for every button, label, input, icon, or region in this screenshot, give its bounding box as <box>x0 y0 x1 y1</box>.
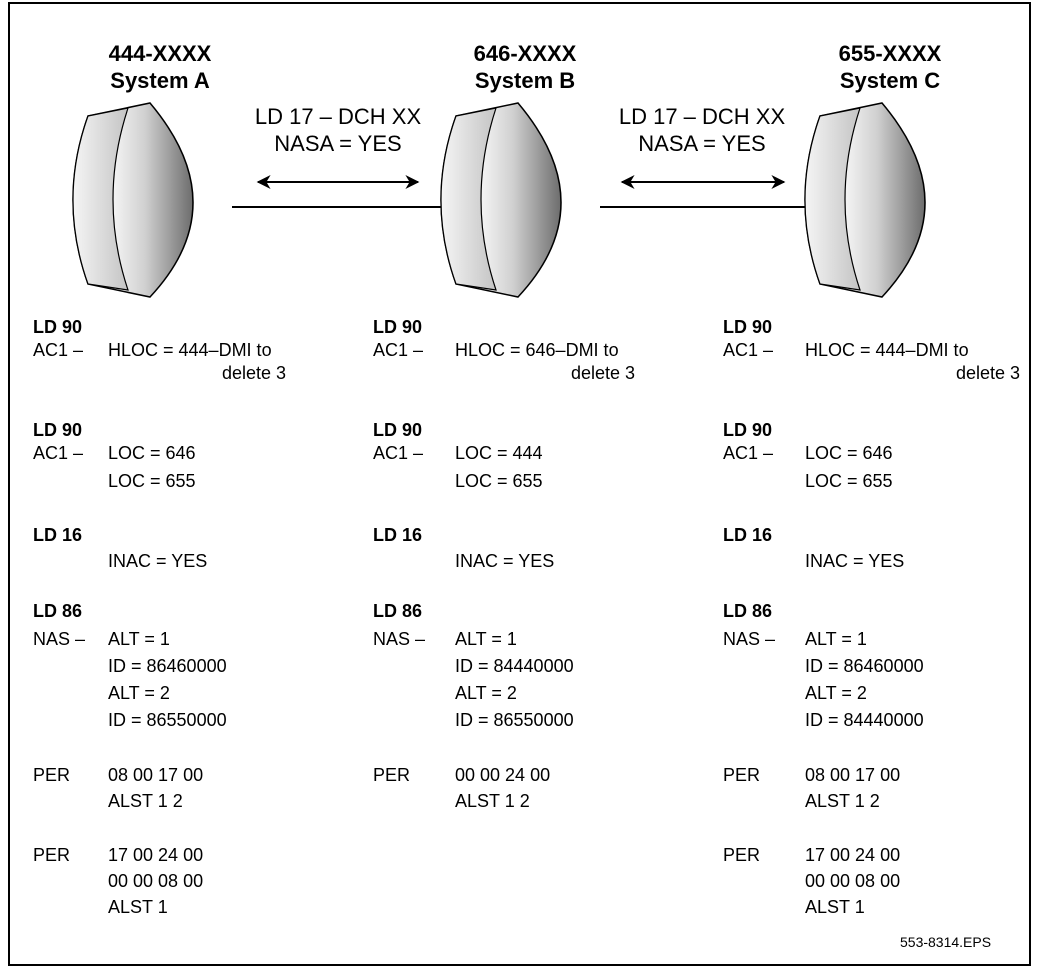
loc-value-2: LOC = 655 <box>108 470 196 492</box>
hloc-value: HLOC = 444–DMI to <box>108 339 272 361</box>
ld90-heading-2: LD 90 <box>723 419 772 441</box>
id-2: ID = 84440000 <box>805 709 924 731</box>
hloc-delete: delete 3 <box>108 362 286 384</box>
ld16-heading: LD 16 <box>33 524 82 546</box>
system-a-unit <box>73 103 193 297</box>
ld16-heading: LD 16 <box>723 524 772 546</box>
per-2-value-1: 17 00 24 00 <box>108 844 203 866</box>
ld86-heading: LD 86 <box>723 600 772 622</box>
id-1: ID = 86460000 <box>108 655 227 677</box>
ld90-heading: LD 90 <box>33 316 82 338</box>
per-1-value: 00 00 24 00 <box>455 764 550 786</box>
hloc-value: HLOC = 444–DMI to <box>805 339 969 361</box>
per-1-alst: ALST 1 2 <box>805 790 880 812</box>
ld90-heading-2: LD 90 <box>373 419 422 441</box>
alt-2: ALT = 2 <box>455 682 517 704</box>
ac1-label-2: AC1 – <box>33 442 83 464</box>
per-label-2: PER <box>33 844 70 866</box>
system-b-number: 646-XXXX <box>435 40 615 67</box>
link-label-a-b: LD 17 – DCH XX NASA = YES <box>228 103 448 157</box>
id-2: ID = 86550000 <box>108 709 227 731</box>
hloc-delete: delete 3 <box>805 362 1020 384</box>
hloc-value: HLOC = 646–DMI to <box>455 339 619 361</box>
ld86-heading: LD 86 <box>373 600 422 622</box>
nas-label: NAS – <box>33 628 85 650</box>
system-a-name: System A <box>70 67 250 94</box>
per-label-1: PER <box>373 764 410 786</box>
per-1-alst: ALST 1 2 <box>108 790 183 812</box>
ac1-label: AC1 – <box>373 339 423 361</box>
system-b-name: System B <box>435 67 615 94</box>
figure-id: 553-8314.EPS <box>900 933 991 951</box>
loc-value-2: LOC = 655 <box>455 470 543 492</box>
id-1: ID = 86460000 <box>805 655 924 677</box>
alt-1: ALT = 1 <box>805 628 867 650</box>
per-2-value-2: 00 00 08 00 <box>805 870 900 892</box>
per-2-value-2: 00 00 08 00 <box>108 870 203 892</box>
system-c-name: System C <box>790 67 990 94</box>
alt-2: ALT = 2 <box>805 682 867 704</box>
hloc-delete: delete 3 <box>455 362 635 384</box>
loc-value-2: LOC = 655 <box>805 470 893 492</box>
per-label-1: PER <box>723 764 760 786</box>
ac1-label: AC1 – <box>33 339 83 361</box>
ac1-label: AC1 – <box>723 339 773 361</box>
loc-value-1: LOC = 646 <box>805 442 893 464</box>
per-1-value: 08 00 17 00 <box>805 764 900 786</box>
per-1-alst: ALST 1 2 <box>455 790 530 812</box>
per-2-alst: ALST 1 <box>108 896 168 918</box>
alt-1: ALT = 1 <box>455 628 517 650</box>
system-a-title: 444-XXXX System A <box>70 40 250 94</box>
ld16-heading: LD 16 <box>373 524 422 546</box>
inac-value: INAC = YES <box>108 550 207 572</box>
ld90-heading: LD 90 <box>373 316 422 338</box>
nas-label: NAS – <box>373 628 425 650</box>
per-label-1: PER <box>33 764 70 786</box>
loc-value-1: LOC = 444 <box>455 442 543 464</box>
ac1-label-2: AC1 – <box>723 442 773 464</box>
ld90-heading: LD 90 <box>723 316 772 338</box>
system-b-title: 646-XXXX System B <box>435 40 615 94</box>
system-c-number: 655-XXXX <box>790 40 990 67</box>
system-b-unit <box>441 103 561 297</box>
id-1: ID = 84440000 <box>455 655 574 677</box>
system-a-number: 444-XXXX <box>70 40 250 67</box>
inac-value: INAC = YES <box>455 550 554 572</box>
system-c-unit <box>805 103 925 297</box>
ld90-heading-2: LD 90 <box>33 419 82 441</box>
system-c-title: 655-XXXX System C <box>790 40 990 94</box>
link-a-b-line1: LD 17 – DCH XX <box>228 103 448 130</box>
id-2: ID = 86550000 <box>455 709 574 731</box>
link-b-c-line2: NASA = YES <box>592 130 812 157</box>
nas-label: NAS – <box>723 628 775 650</box>
loc-value-1: LOC = 646 <box>108 442 196 464</box>
link-a-b-line2: NASA = YES <box>228 130 448 157</box>
ac1-label-2: AC1 – <box>373 442 423 464</box>
ld86-heading: LD 86 <box>33 600 82 622</box>
per-label-2: PER <box>723 844 760 866</box>
link-label-b-c: LD 17 – DCH XX NASA = YES <box>592 103 812 157</box>
alt-1: ALT = 1 <box>108 628 170 650</box>
inac-value: INAC = YES <box>805 550 904 572</box>
per-1-value: 08 00 17 00 <box>108 764 203 786</box>
link-b-c-line1: LD 17 – DCH XX <box>592 103 812 130</box>
alt-2: ALT = 2 <box>108 682 170 704</box>
per-2-alst: ALST 1 <box>805 896 865 918</box>
per-2-value-1: 17 00 24 00 <box>805 844 900 866</box>
